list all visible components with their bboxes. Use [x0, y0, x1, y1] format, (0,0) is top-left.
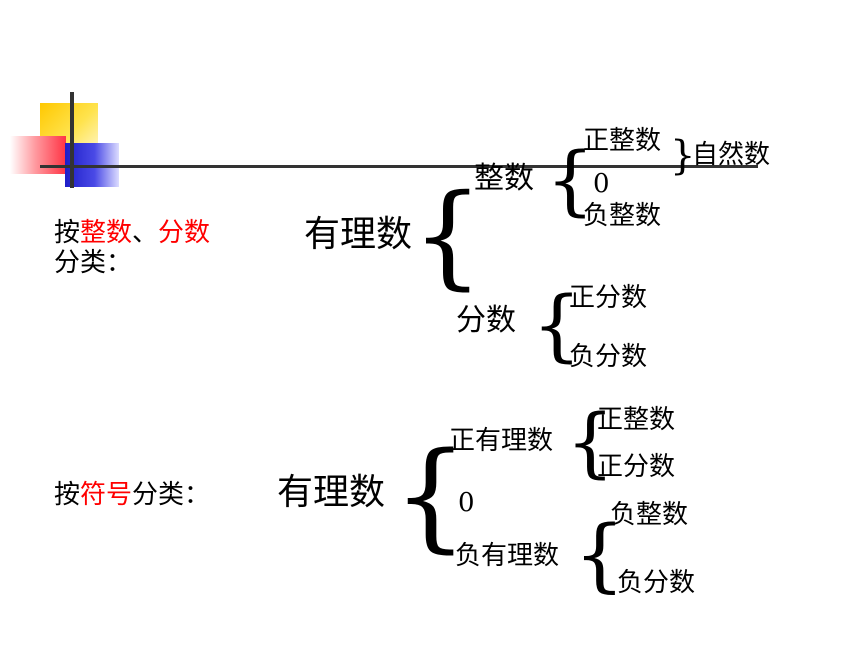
section1-label-separator: 、 — [132, 218, 159, 248]
fraction-positive: 正分数 — [569, 283, 648, 313]
negative-rational-item1: 负整数 — [610, 500, 689, 530]
integer-brace: { — [546, 135, 595, 224]
fraction-label: 分数 — [456, 303, 516, 338]
negative-rational-brace: { — [574, 508, 625, 601]
section1-label-prefix: 按 — [54, 218, 81, 248]
section1-root: 有理数 — [304, 214, 413, 255]
section2-root-brace: { — [393, 426, 469, 564]
natural-number-label: 自然数 — [692, 140, 771, 170]
integer-zero: 0 — [593, 169, 610, 199]
integer-positive: 正整数 — [583, 126, 662, 156]
section2-label-prefix: 按 — [54, 480, 81, 510]
fraction-brace: { — [532, 281, 582, 371]
section1-label-highlight-fraction: 分数 — [158, 218, 211, 248]
positive-rational-label: 正有理数 — [449, 426, 554, 456]
negative-rational-item2: 负分数 — [617, 568, 696, 598]
section2-zero: 0 — [458, 488, 475, 518]
positive-rational-item1: 正整数 — [597, 405, 676, 435]
decor-horizontal-rule — [40, 165, 758, 168]
section2-label: 按符号分类： — [54, 482, 210, 508]
section2-root: 有理数 — [277, 472, 386, 513]
fraction-negative: 负分数 — [569, 342, 648, 372]
decor-red-square — [10, 136, 66, 174]
integer-label: 整数 — [474, 161, 534, 196]
section1-label-highlight-integer: 整数 — [80, 218, 133, 248]
natural-brace: } — [670, 133, 696, 179]
decor-vertical-line — [70, 92, 74, 188]
section1-root-brace: { — [412, 171, 484, 301]
section1-label: 按整数、分数 — [54, 220, 210, 246]
integer-negative: 负整数 — [583, 201, 662, 231]
positive-rational-item2: 正分数 — [597, 452, 676, 482]
section2-label-highlight-sign: 符号 — [80, 480, 133, 510]
positive-rational-brace: { — [566, 397, 615, 486]
section2-label-suffix: 分类： — [132, 480, 211, 510]
negative-rational-label: 负有理数 — [455, 541, 560, 571]
section1-label-line2: 分类： — [54, 248, 133, 278]
